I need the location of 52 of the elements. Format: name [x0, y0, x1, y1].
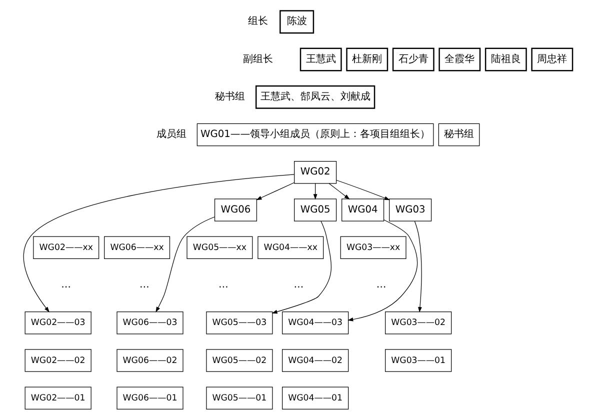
node-box: WG03 — [388, 198, 432, 222]
node-box: WG04——xx — [257, 236, 324, 260]
node-box: WG02——01 — [24, 386, 91, 410]
node-box: WG06——xx — [104, 236, 170, 260]
arrow — [414, 220, 422, 313]
node-box: 王慧武、郜凤云、刘献成 — [254, 85, 375, 109]
label: 组长 — [247, 16, 268, 28]
node-box: WG04——02 — [282, 349, 348, 372]
node-box: 全霞华 — [438, 48, 480, 72]
node-box: WG05——01 — [206, 386, 272, 410]
node-box: WG03——01 — [384, 349, 452, 372]
node-box: WG05——xx — [186, 236, 252, 260]
label: … — [218, 280, 228, 291]
arrow — [328, 183, 350, 200]
node-box: 秘书组 — [438, 123, 480, 146]
node-box: WG05——02 — [206, 349, 272, 372]
node-box: 杜新刚 — [346, 48, 388, 72]
node-box: WG06——02 — [116, 349, 183, 372]
node-box: WG06——03 — [116, 311, 183, 334]
node-box: 周忠祥 — [530, 48, 573, 72]
node-box: WG03——xx — [340, 236, 406, 260]
arrow — [256, 182, 294, 200]
node-box: WG05 — [294, 198, 336, 222]
arrow — [335, 180, 390, 200]
node-box: WG06 — [214, 198, 257, 222]
node-box: 陈波 — [279, 10, 314, 34]
node-box: WG04 — [341, 198, 384, 222]
node-box: WG03——02 — [384, 311, 452, 334]
label: … — [376, 280, 386, 291]
node-box: WG05——03 — [206, 311, 272, 334]
arrow — [271, 220, 331, 314]
arrow — [155, 216, 214, 312]
arrow — [347, 220, 418, 322]
node-box: 石少青 — [392, 48, 434, 72]
node-box: WG02——03 — [24, 311, 91, 334]
node-box: WG02 — [294, 160, 336, 184]
node-box: 王慧武 — [299, 48, 342, 72]
label: 副组长 — [242, 54, 272, 65]
label: … — [293, 280, 304, 291]
label: 秘书组 — [214, 91, 245, 102]
label: … — [139, 280, 149, 291]
arrow — [22, 174, 294, 312]
label: 成员组 — [156, 129, 186, 140]
node-box: WG04——03 — [282, 311, 348, 334]
node-box: WG04——01 — [282, 386, 348, 410]
label: … — [60, 280, 71, 291]
node-box: WG02——xx — [32, 236, 99, 260]
node-box: WG06——01 — [116, 386, 183, 410]
node-box: WG02——02 — [24, 349, 91, 372]
node-box: WG01——领导小组成员（原则上：各项目组组长） — [196, 123, 434, 146]
node-box: 陆祖良 — [484, 48, 526, 72]
arrow — [312, 183, 317, 200]
